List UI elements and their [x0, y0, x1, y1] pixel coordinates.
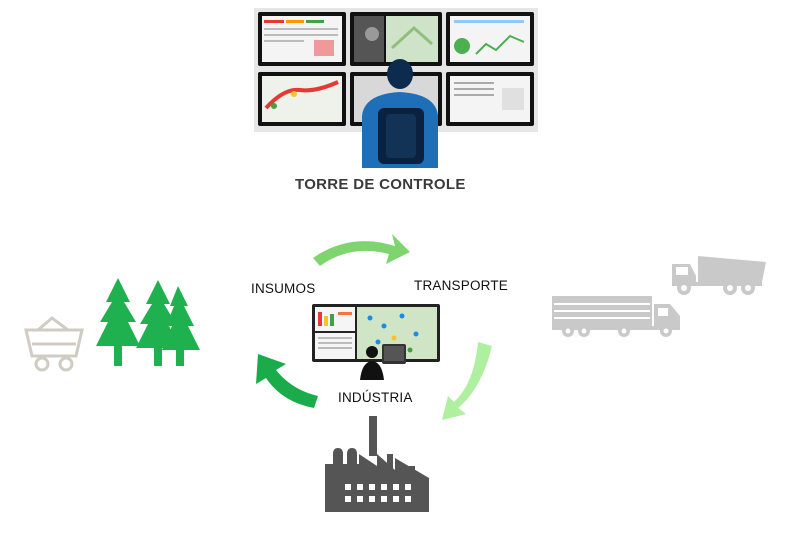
monitor-wall-icon [254, 8, 538, 168]
arrow-transporte-to-industria [442, 342, 492, 420]
node-label-industria: INDÚSTRIA [338, 390, 413, 405]
pine-trees-icon [96, 278, 200, 366]
control-tower-illustration [254, 8, 538, 168]
dump-truck-icon [672, 256, 766, 295]
central-dashboard [312, 304, 442, 382]
node-label-transporte: TRANSPORTE [414, 278, 509, 293]
control-tower-title: TORRE DE CONTROLE [295, 176, 466, 193]
trailer-truck-icon [552, 296, 680, 337]
arrow-industria-to-insumos [256, 354, 318, 408]
forest [96, 278, 204, 368]
arrow-insumos-to-transporte [313, 234, 410, 266]
mine-cart [22, 314, 86, 374]
factory-icon [325, 416, 429, 512]
dump-truck [668, 252, 768, 296]
trailer-truck [552, 294, 682, 338]
mine-cart-icon [24, 316, 84, 372]
dashboard-screen-icon [312, 304, 440, 380]
operator-icon [362, 59, 438, 168]
factory [325, 414, 429, 514]
node-label-insumos: INSUMOS [251, 281, 316, 296]
operator-icon [360, 344, 406, 380]
